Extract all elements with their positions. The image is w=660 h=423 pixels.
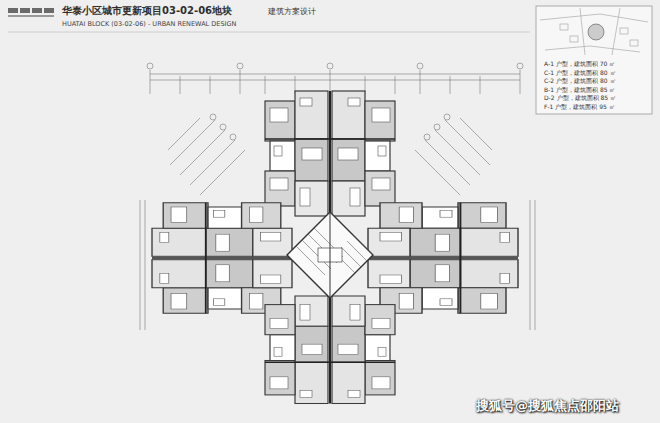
unit-type-note: C-1 户型，建筑面积 80 ㎡ bbox=[544, 69, 616, 76]
unit-type-note: D-2 户型，建筑面积 85 ㎡ bbox=[544, 94, 616, 101]
unit-type-note: A-1 户型，建筑面积 70 ㎡ bbox=[544, 60, 615, 67]
watermark: 搜狐号@搜狐焦点邵阳站 bbox=[476, 398, 619, 414]
sheet-title: 华泰小区城市更新项目03-02-06地块 bbox=[62, 5, 232, 17]
english-title: HUATAI BLOCK (03-02-06) - URBAN RENEWAL … bbox=[62, 21, 236, 29]
unit-type-note: F-1 户型，建筑面积 95 ㎡ bbox=[544, 103, 615, 110]
unit-type-note: B-1 户型，建筑面积 85 ㎡ bbox=[544, 86, 615, 93]
unit-type-note: C-2 户型，建筑面积 80 ㎡ bbox=[544, 77, 616, 84]
sheet-subtitle: 建筑方案设计 bbox=[268, 7, 316, 17]
